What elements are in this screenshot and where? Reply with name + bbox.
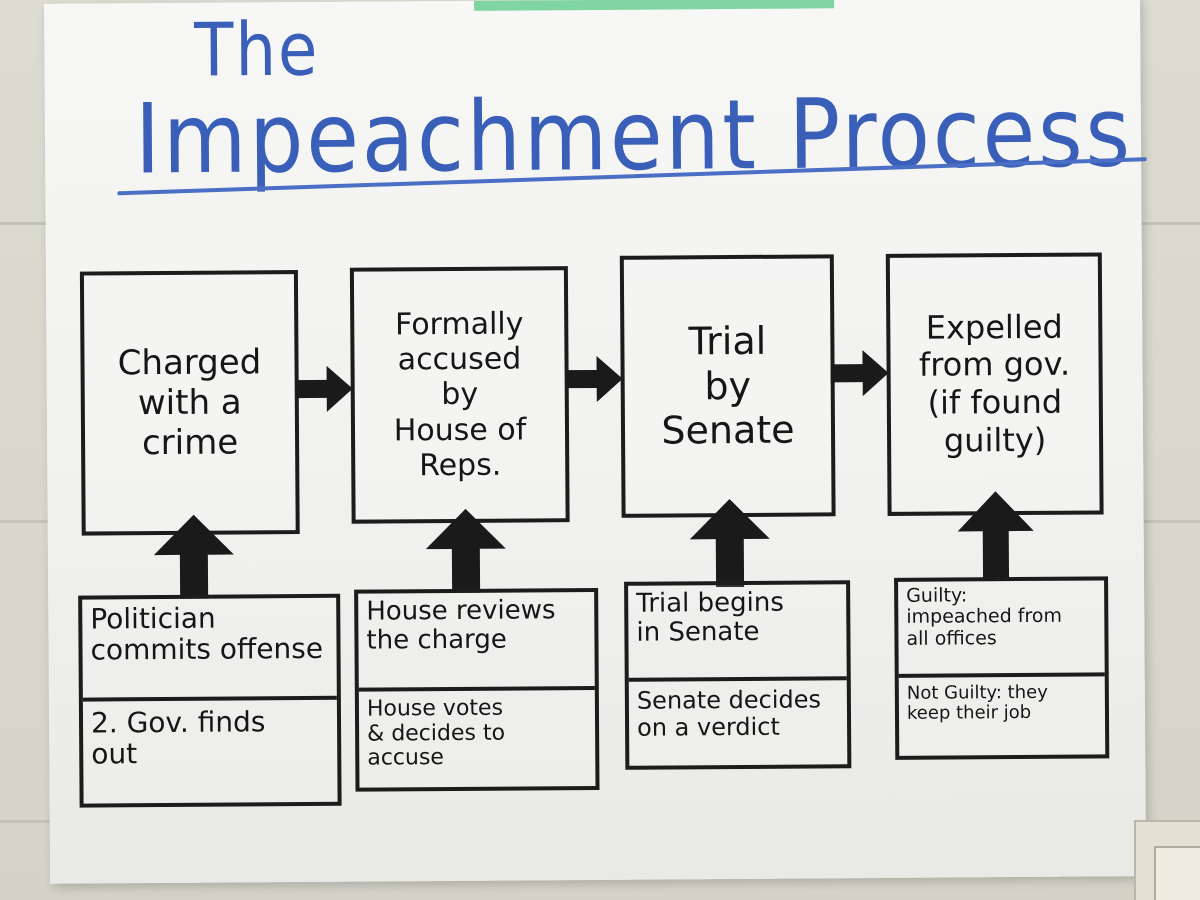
step-label-accused: Formally accused by House of Reps.: [393, 306, 527, 484]
step-box-trial: Trial by Senate: [620, 254, 836, 517]
detail-divider: [359, 686, 595, 692]
detail-box-charged: Politician commits offense 2. Gov. finds…: [78, 594, 341, 808]
detail-step-verdict: Senate decides on a verdict: [629, 682, 848, 768]
anchor-chart-poster: The Impeachment Process Charged with a c…: [44, 0, 1146, 884]
arrow-right-icon: [830, 348, 890, 398]
detail-step-trial-begins: Trial begins in Senate: [628, 584, 847, 678]
arrow-up-icon: [955, 491, 1036, 582]
outlet-faceplate: [1154, 846, 1200, 900]
step-box-expelled: Expelled from gov. (if found guilty): [886, 252, 1104, 516]
detail-step-review: House reviews the charge: [358, 592, 595, 688]
detail-box-trial: Trial begins in Senate Senate decides on…: [624, 580, 851, 770]
detail-step-guilty: Guilty: impeached from all offices: [898, 580, 1105, 673]
detail-box-expelled: Guilty: impeached from all offices Not G…: [894, 576, 1109, 759]
detail-divider: [899, 672, 1105, 677]
wall-outlet: [1134, 820, 1200, 900]
arrow-up-icon: [424, 509, 509, 594]
arrow-up-icon: [687, 499, 772, 588]
step-box-charged: Charged with a crime: [80, 270, 300, 536]
green-tape: [474, 0, 834, 11]
detail-step-vote: House votes & decides to accuse: [359, 692, 596, 790]
arrow-up-icon: [152, 515, 237, 600]
detail-box-accused: House reviews the charge House votes & d…: [354, 588, 599, 792]
step-box-accused: Formally accused by House of Reps.: [350, 266, 570, 524]
arrow-right-icon: [566, 354, 624, 404]
arrow-right-icon: [297, 364, 355, 414]
step-label-expelled: Expelled from gov. (if found guilty): [919, 308, 1071, 460]
step-label-charged: Charged with a crime: [118, 342, 262, 463]
detail-step-not-guilty: Not Guilty: they keep their job: [899, 678, 1106, 757]
title-line-1: The: [194, 8, 320, 94]
detail-step-offense: Politician commits offense: [82, 598, 337, 698]
detail-step-found-out: 2. Gov. finds out: [83, 702, 338, 804]
detail-divider: [629, 676, 847, 682]
step-label-trial: Trial by Senate: [661, 318, 795, 453]
detail-divider: [83, 696, 337, 702]
